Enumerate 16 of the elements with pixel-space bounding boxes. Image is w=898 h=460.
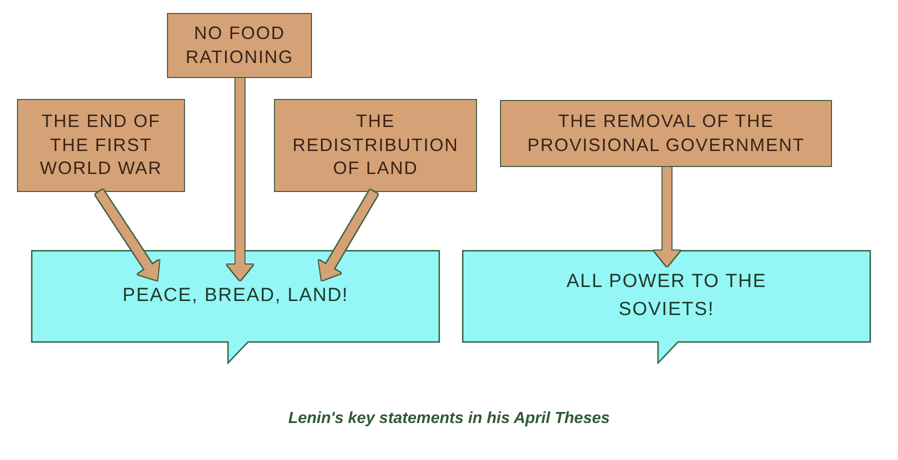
box-text: THE REDISTRIBUTION OF LAND (291, 110, 460, 180)
slogan-text: PEACE, BREAD, LAND! (122, 284, 348, 308)
arrow (654, 167, 680, 266)
label-box (500, 100, 832, 167)
caption: Lenin's key statements in his April Theses (288, 410, 610, 427)
speech-bubble (462, 250, 871, 364)
slogan-text: ALL POWER TO THE SOVIETS! (565, 270, 768, 322)
box-text: THE REMOVAL OF THE PROVISIONAL GOVERNMENT (526, 110, 806, 156)
arrow (227, 78, 253, 280)
arrow (318, 190, 378, 282)
label-box (17, 99, 185, 192)
label-box (274, 99, 477, 192)
box-text: NO FOOD RATIONING (184, 22, 294, 68)
speech-bubble (31, 250, 440, 364)
box-text: THE END OF THE FIRST WORLD WAR (38, 110, 164, 180)
label-box (167, 13, 312, 78)
